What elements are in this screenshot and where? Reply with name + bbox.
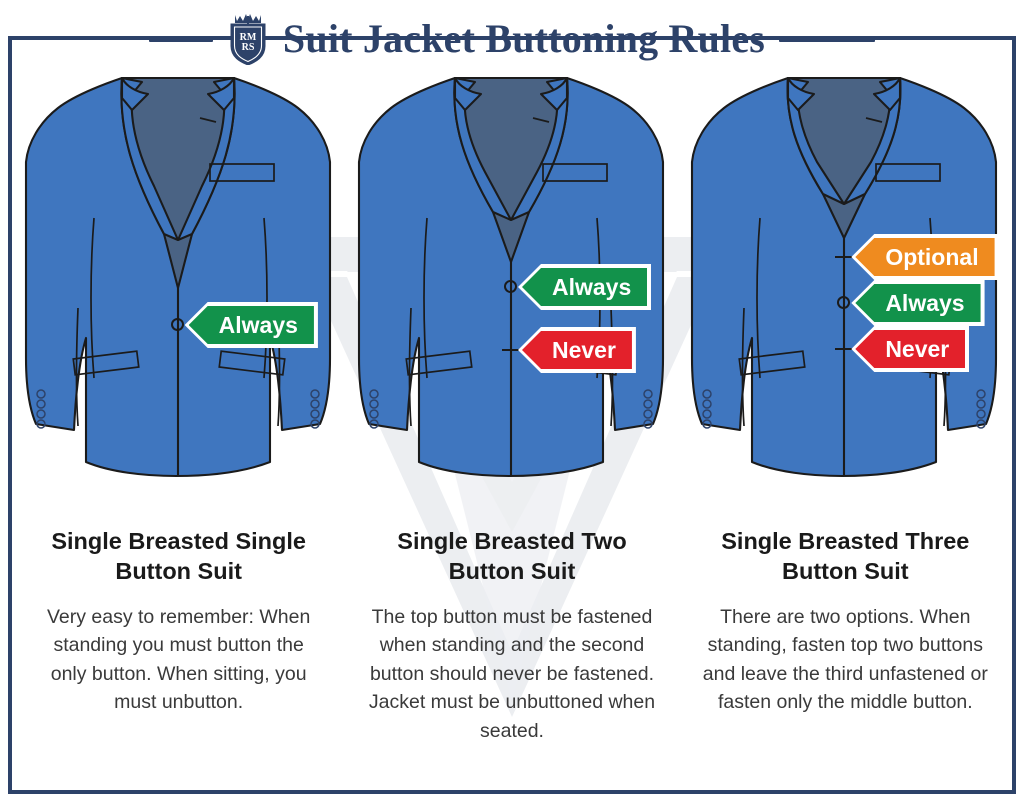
header: RM RS Suit Jacket Buttoning Rules — [0, 10, 1024, 68]
sign-label: Always — [551, 273, 632, 300]
sign-optional-3[interactable]: Optional — [851, 234, 999, 280]
column-single-button: Always Single Breasted Single Button Sui… — [12, 40, 345, 790]
sign-always-2[interactable]: Always — [517, 264, 652, 310]
caption-body-1: Very easy to remember: When standing you… — [46, 605, 311, 714]
jacket-illustration-icon — [24, 76, 331, 478]
column-three-button: Optional Always Never — [679, 40, 1012, 790]
svg-text:RS: RS — [242, 42, 255, 53]
divider-rule-right-icon — [779, 36, 876, 42]
single-breasted-three-button-jacket: Optional Always Never — [680, 58, 1010, 513]
sign-label: Optional — [885, 243, 979, 270]
sign-label: Always — [218, 311, 298, 338]
sign-always-1[interactable]: Always — [184, 302, 318, 348]
sign-body — [855, 238, 995, 276]
column-two-button: Always Never Single Breasted Two Button … — [345, 40, 678, 790]
sign-body — [521, 331, 632, 369]
sign-group: Optional Always Never — [680, 58, 1010, 513]
single-breasted-single-button-jacket: Always — [14, 58, 344, 513]
caption-body-3: There are two options. When standing, fa… — [702, 605, 988, 714]
caption-body-2: The top button must be fastened when sta… — [368, 605, 656, 742]
caption-heading-2: Single Breasted Two Button Suit — [397, 528, 627, 584]
sign-group: Always Never — [347, 58, 677, 513]
caption-heading-1: Single Breasted Single Button Suit — [51, 528, 306, 584]
sign-body — [521, 268, 648, 306]
jacket-illustration-icon — [357, 76, 665, 478]
sign-label: Never — [885, 335, 950, 362]
sign-never-3[interactable]: Never — [851, 326, 970, 372]
sign-body — [188, 306, 314, 344]
sign-body — [855, 330, 966, 368]
page-title: Suit Jacket Buttoning Rules — [282, 16, 766, 61]
sign-always-3[interactable]: Always — [851, 280, 985, 326]
jacket-illustration-icon — [691, 76, 998, 478]
sign-label: Never — [551, 336, 616, 363]
sign-label: Always — [885, 289, 965, 316]
rmrs-shield-logo-icon: RM RS — [230, 14, 266, 65]
caption-heading-3: Single Breasted Three Button Suit — [721, 528, 970, 584]
divider-rule-left-icon — [148, 36, 213, 42]
columns-container: Always Single Breasted Single Button Sui… — [12, 40, 1012, 790]
sign-body — [855, 284, 981, 322]
single-breasted-two-button-jacket: Always Never — [347, 58, 677, 513]
sign-never-2[interactable]: Never — [517, 327, 636, 373]
sign-group: Always — [14, 58, 344, 513]
